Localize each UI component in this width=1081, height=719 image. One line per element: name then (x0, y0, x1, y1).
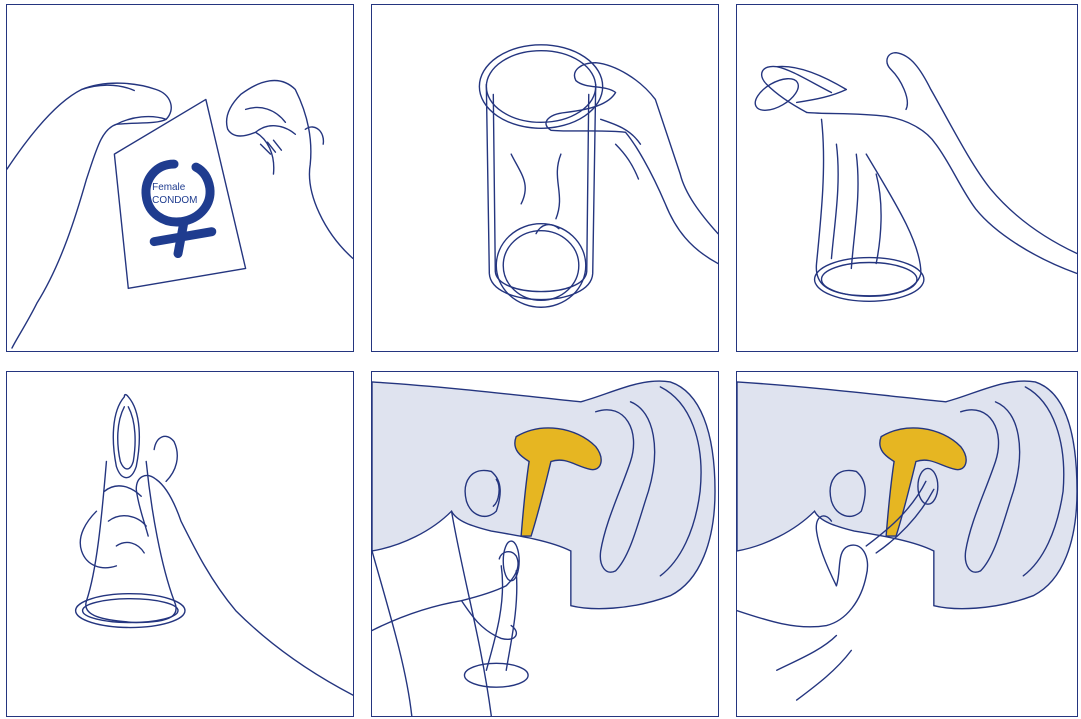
outer-ring (479, 45, 602, 129)
package-brand-bottom: CONDOM (152, 195, 197, 206)
inner-ring (503, 541, 519, 581)
condom (486, 566, 516, 670)
hand (372, 552, 518, 640)
arm (807, 112, 1077, 273)
hand-lower (777, 635, 852, 700)
step-1-panel: Female CONDOM (6, 4, 354, 352)
step-1-illustration: Female CONDOM (7, 5, 353, 351)
inner-ring-inner (503, 231, 579, 301)
outer-ring (464, 663, 528, 687)
step-2-illustration (372, 5, 718, 351)
arm-top (887, 53, 1077, 254)
outer-ring-inner (83, 599, 178, 623)
right-hand (227, 81, 353, 259)
fingers (104, 486, 146, 553)
fingers (762, 66, 847, 112)
folds (831, 144, 881, 268)
step-5-illustration (372, 372, 718, 716)
outer-ring (815, 258, 924, 302)
outer-ring-inner (822, 263, 917, 297)
step-3-illustration (737, 5, 1077, 351)
step-4-illustration (7, 372, 353, 716)
condom-folds (511, 154, 561, 234)
step-2-panel (371, 4, 719, 352)
outer-ring-inner (486, 51, 595, 123)
condom-inner-tube (493, 94, 588, 291)
step-3-panel (736, 4, 1078, 352)
squeezed-ring-loop-inner (118, 407, 135, 469)
left-hand (7, 83, 171, 348)
inner-ring (496, 224, 585, 308)
step-6-panel (736, 371, 1078, 717)
finger (816, 516, 836, 586)
right-finger-lines (246, 108, 324, 145)
package-brand-top: Female (152, 182, 186, 193)
left-finger (82, 85, 135, 90)
squeezed-ring (750, 72, 803, 117)
hand (546, 63, 718, 264)
female-logo (146, 164, 212, 253)
step-5-panel (371, 371, 719, 717)
step-4-panel (6, 371, 354, 717)
step-6-illustration (737, 372, 1077, 716)
arm (737, 545, 868, 627)
body-silhouette (372, 381, 715, 609)
finger-knuckles (601, 119, 641, 179)
